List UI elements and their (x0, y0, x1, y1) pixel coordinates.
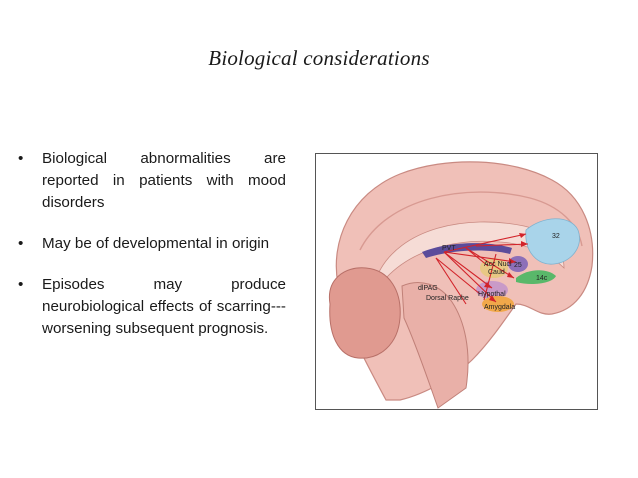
bullet-item: • Episodes may produce neurobiological ef… (16, 274, 286, 340)
label-caud: Caud (488, 269, 505, 276)
label-area-32: 32 (552, 233, 560, 240)
bullet-text: Episodes may produce neurobiological eff… (42, 276, 286, 337)
label-dorsal-raphe: Dorsal Raphe (426, 295, 469, 302)
area-32-region (525, 218, 580, 265)
area-25-region (508, 256, 528, 272)
bullet-item: • Biological abnormalities are reported i… (16, 148, 286, 214)
brain-diagram: PVT 32 25 14c Acc Nucl Caud dlPAG Dorsal… (328, 161, 594, 409)
bullet-dot: • (18, 235, 24, 252)
arrow-heads (484, 233, 528, 302)
hypothal-region (476, 281, 508, 299)
label-amygdala: Amygdala (484, 304, 515, 311)
cerebellum-shape (328, 267, 401, 359)
label-hypothal: Hypothal (478, 291, 506, 298)
label-pvt: PVT (442, 245, 456, 252)
connection-arrows (435, 233, 529, 305)
brainstem-shape (401, 282, 469, 409)
bullet-dot: • (18, 276, 24, 293)
thalamus-bar (422, 243, 512, 258)
brain-figure: PVT 32 25 14c Acc Nucl Caud dlPAG Dorsal… (315, 153, 598, 410)
label-area-25: 25 (514, 262, 522, 269)
bullet-list: • Biological abnormalities are reported i… (16, 148, 286, 359)
bullet-dot: • (18, 150, 24, 167)
slide-title: Biological considerations (208, 46, 430, 70)
bullet-item: • May be of developmental in origin (16, 233, 286, 255)
label-acc-nucl: Acc Nucl (484, 261, 512, 268)
acc-nucl-region (480, 258, 508, 278)
bullet-text: Biological abnormalities are reported in… (42, 150, 286, 211)
label-dlpag: dlPAG (418, 285, 438, 292)
area-14c-region (516, 270, 556, 284)
label-area-14c: 14c (536, 275, 548, 282)
bullet-text: May be of developmental in origin (42, 235, 270, 252)
